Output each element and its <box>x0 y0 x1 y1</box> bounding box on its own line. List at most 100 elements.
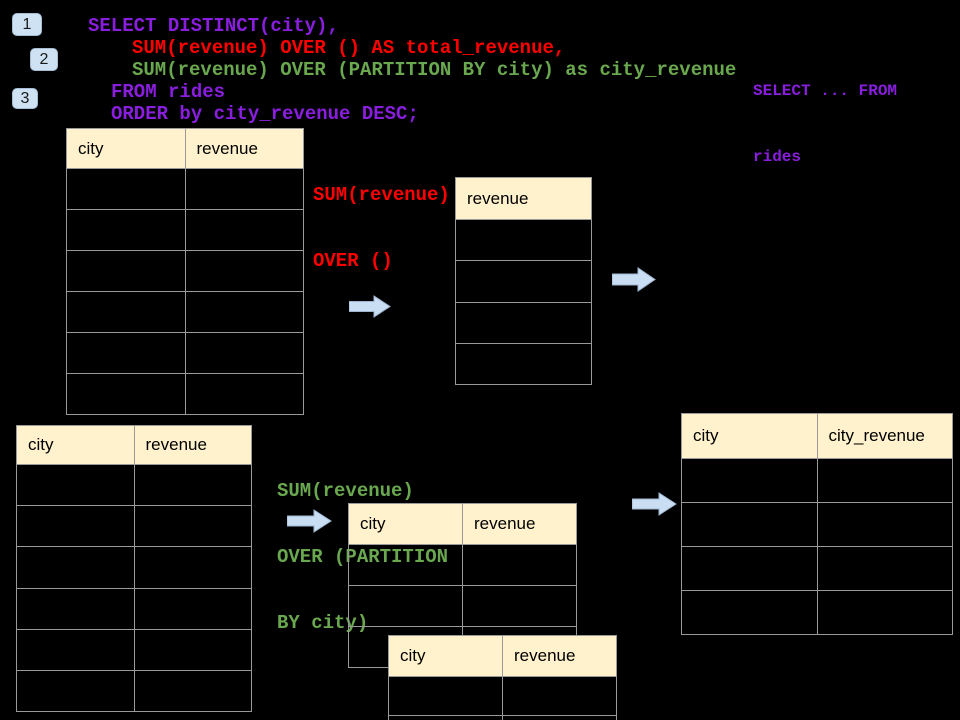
sql-line-select: SELECT DISTINCT(city), <box>88 15 339 37</box>
step-3-badge: 3 <box>12 88 38 109</box>
annotation-line: SUM(revenue) <box>313 184 450 206</box>
empty-cell <box>67 251 185 291</box>
table-row <box>349 545 576 586</box>
table-partition-step: city revenue <box>348 503 577 668</box>
empty-cell <box>133 629 252 670</box>
empty-cell <box>133 670 252 712</box>
empty-cell <box>349 586 462 626</box>
column-header-city: city <box>360 514 386 533</box>
table-row <box>682 503 952 547</box>
table-row <box>456 344 591 384</box>
total-revenue-annotation: SUM(revenue) OVER () <box>313 140 450 316</box>
table-header-row: city city_revenue <box>682 414 952 459</box>
empty-cell <box>184 169 304 209</box>
empty-cell <box>17 465 134 505</box>
table-row <box>682 459 952 503</box>
select-from-note: SELECT ... FROM rides <box>753 36 897 212</box>
empty-cell <box>682 459 817 502</box>
empty-cell <box>133 588 252 629</box>
annotation-line: BY city) <box>277 612 369 634</box>
empty-cell <box>133 465 252 506</box>
table-row <box>17 670 252 712</box>
empty-cell <box>462 586 576 626</box>
empty-cell <box>184 333 304 373</box>
empty-cell <box>67 333 185 373</box>
empty-cell <box>17 671 134 711</box>
empty-cell <box>184 210 304 250</box>
sql-line-city-revenue: SUM(revenue) OVER (PARTITION BY city) as… <box>132 59 737 81</box>
column-header-revenue: revenue <box>184 129 304 168</box>
column-header-city: city <box>78 138 104 158</box>
empty-cell <box>67 210 185 250</box>
step-2-badge: 2 <box>30 48 58 71</box>
table-header-row: city revenue <box>349 504 576 545</box>
column-header-city-revenue: city_revenue <box>816 414 953 458</box>
table-final-result: city city_revenue <box>681 413 953 635</box>
table-header-row: city revenue <box>67 129 303 169</box>
arrow-right-icon <box>632 492 677 516</box>
note-line-1: SELECT ... FROM <box>753 82 898 100</box>
empty-cell <box>462 545 576 585</box>
empty-cell <box>349 545 462 585</box>
sql-query-block: SELECT DISTINCT(city), SUM(revenue) OVER… <box>88 15 736 125</box>
table-row <box>17 588 252 630</box>
empty-cell <box>456 344 591 384</box>
empty-cell <box>816 591 953 634</box>
empty-cell <box>133 547 252 588</box>
empty-cell <box>389 677 502 715</box>
table-row <box>17 547 252 589</box>
table-row <box>456 220 591 262</box>
empty-cell <box>17 506 134 546</box>
column-header-city: city <box>28 435 54 454</box>
column-header-city: city <box>400 646 426 665</box>
step-1-badge: 1 <box>12 13 42 36</box>
table-row <box>67 292 303 333</box>
sql-line-total-revenue: SUM(revenue) OVER () AS total_revenue, <box>132 37 566 59</box>
empty-cell <box>816 547 953 590</box>
empty-cell <box>184 251 304 291</box>
table-row <box>67 374 303 414</box>
table-row <box>682 547 952 591</box>
empty-cell <box>67 292 185 332</box>
table-row <box>17 465 252 507</box>
note-line-2: rides <box>753 148 802 166</box>
empty-cell <box>682 547 817 590</box>
empty-cell <box>184 292 304 332</box>
column-header-revenue: revenue <box>462 504 576 544</box>
arrow-right-icon <box>287 509 332 533</box>
annotation-line: SUM(revenue) <box>277 480 414 502</box>
sql-line-from: FROM rides <box>111 81 226 103</box>
empty-cell <box>816 503 953 546</box>
arrow-right-icon <box>612 267 656 292</box>
table-partition-step-overlay: city revenue <box>388 635 617 720</box>
table-row <box>67 333 303 374</box>
table-source-bottom: city revenue <box>16 425 252 712</box>
table-row <box>389 716 616 720</box>
table-total-result: revenue <box>455 177 592 385</box>
empty-cell <box>456 303 591 343</box>
empty-cell <box>133 506 252 547</box>
annotation-line: OVER () <box>313 250 393 272</box>
empty-cell <box>389 716 502 720</box>
table-row <box>67 169 303 210</box>
column-header-revenue: revenue <box>133 426 252 464</box>
empty-cell <box>682 591 817 634</box>
table-row <box>349 586 576 627</box>
table-source-top: city revenue <box>66 128 304 415</box>
table-row <box>17 506 252 548</box>
table-row <box>67 210 303 251</box>
empty-cell <box>67 374 185 414</box>
empty-cell <box>17 589 134 629</box>
column-header-revenue: revenue <box>467 188 529 208</box>
empty-cell <box>456 220 591 260</box>
table-header-row: city revenue <box>389 636 616 677</box>
empty-cell <box>682 503 817 546</box>
empty-cell <box>67 169 185 209</box>
table-row <box>67 251 303 292</box>
empty-cell <box>502 716 616 720</box>
table-row <box>17 629 252 671</box>
table-header-row: revenue <box>456 178 591 220</box>
column-header-city: city <box>693 426 719 445</box>
table-row <box>456 303 591 344</box>
